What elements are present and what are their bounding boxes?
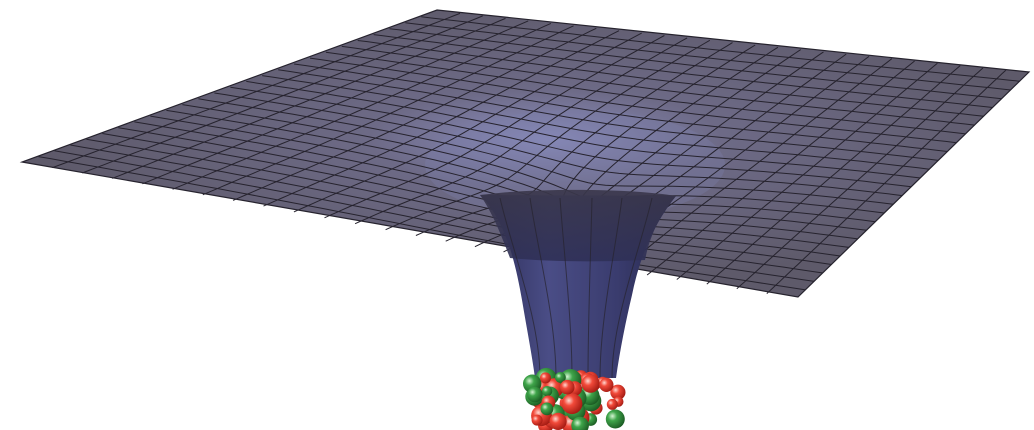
nucleon	[599, 378, 613, 392]
nucleon	[540, 372, 551, 383]
nucleon	[560, 380, 575, 395]
nucleon	[542, 386, 552, 396]
nucleon	[527, 387, 543, 403]
nucleon	[606, 410, 625, 429]
nucleon	[562, 393, 583, 414]
nucleon	[550, 413, 567, 430]
nucleon	[532, 415, 543, 426]
nucleon	[582, 375, 600, 393]
funnel-throat	[480, 190, 676, 261]
nucleon	[541, 403, 554, 416]
nucleon	[607, 399, 618, 410]
